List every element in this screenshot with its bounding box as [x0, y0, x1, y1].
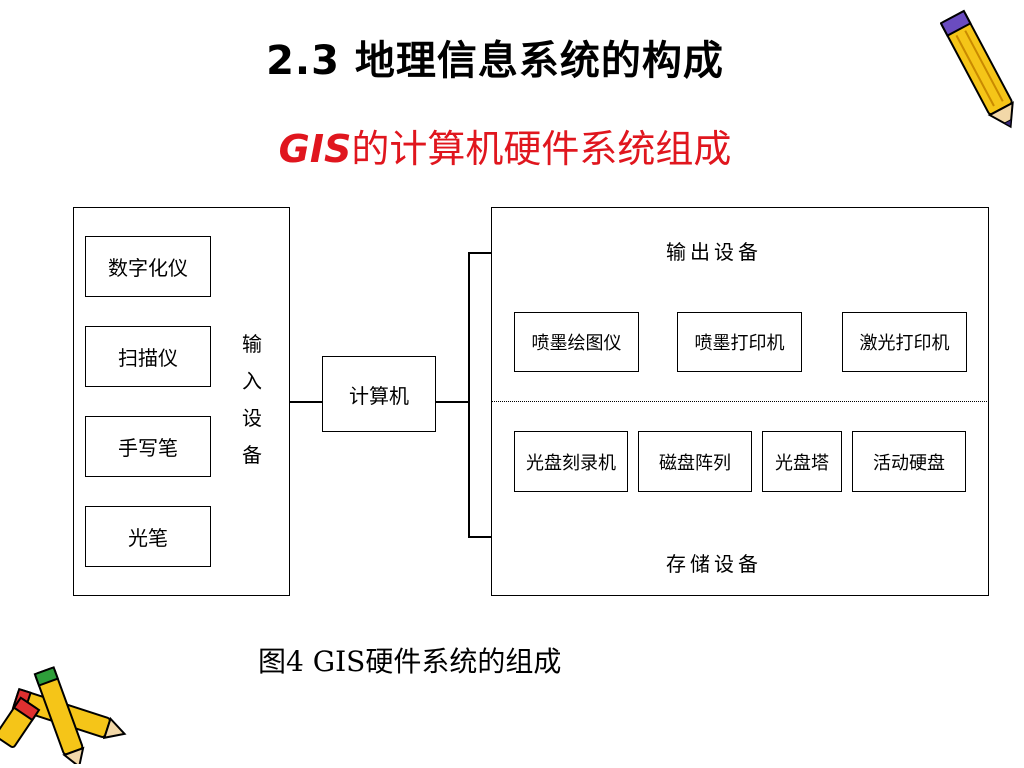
storage-panel-label: 存储设备 — [666, 552, 762, 576]
input-device-label: 数字化仪 — [108, 256, 188, 280]
input-device-stylus: 手写笔 — [85, 416, 211, 477]
storage-device-disc-burner: 光盘刻录机 — [514, 431, 628, 492]
input-device-digitizer: 数字化仪 — [85, 236, 211, 297]
input-panel-label: 输 入 设 备 — [240, 326, 264, 474]
figure-caption: 图4 GIS硬件系统的组成 — [258, 645, 562, 678]
input-device-lightpen: 光笔 — [85, 506, 211, 567]
output-panel-label: 输出设备 — [666, 240, 762, 264]
subtitle-rest: 的计算机硬件系统组成 — [351, 127, 732, 171]
input-label-char: 设 — [242, 406, 262, 430]
computer-box: 计算机 — [322, 356, 436, 432]
connector-computer-bracket — [436, 401, 468, 403]
pencil-icon — [940, 9, 1014, 129]
output-device-label: 喷墨打印机 — [694, 333, 785, 354]
crossed-pencils-icon — [0, 666, 127, 764]
output-device-label: 激光打印机 — [859, 333, 950, 354]
storage-device-label: 活动硬盘 — [873, 452, 945, 474]
storage-device-disc-tower: 光盘塔 — [762, 431, 842, 492]
storage-device-disk-array: 磁盘阵列 — [638, 431, 752, 492]
bracket-vertical — [468, 252, 470, 537]
input-label-char: 入 — [242, 369, 262, 393]
subtitle-gis: GIS — [278, 127, 352, 171]
input-device-scanner: 扫描仪 — [85, 326, 211, 387]
input-device-label: 扫描仪 — [118, 346, 178, 370]
slide-title: 2.3 地理信息系统的构成 — [266, 38, 724, 84]
output-device-laser-printer: 激光打印机 — [842, 312, 967, 372]
slide-subtitle: GIS的计算机硬件系统组成 — [0, 118, 1010, 173]
bracket-bottom — [468, 536, 491, 538]
output-device-label: 喷墨绘图仪 — [531, 333, 622, 354]
output-storage-divider — [491, 401, 989, 402]
connector-input-computer — [290, 401, 322, 403]
input-label-char: 输 — [242, 332, 262, 356]
computer-label: 计算机 — [349, 383, 409, 408]
storage-device-label: 光盘塔 — [775, 452, 829, 474]
storage-device-label: 光盘刻录机 — [526, 452, 616, 474]
storage-device-label: 磁盘阵列 — [659, 452, 731, 474]
input-device-label: 手写笔 — [118, 436, 178, 460]
bracket-top — [468, 252, 491, 254]
output-device-inkjet-printer: 喷墨打印机 — [677, 312, 802, 372]
storage-device-removable-disk: 活动硬盘 — [852, 431, 966, 492]
input-device-label: 光笔 — [128, 526, 168, 550]
input-label-char: 备 — [242, 443, 262, 467]
output-device-inkjet-plotter: 喷墨绘图仪 — [514, 312, 639, 372]
